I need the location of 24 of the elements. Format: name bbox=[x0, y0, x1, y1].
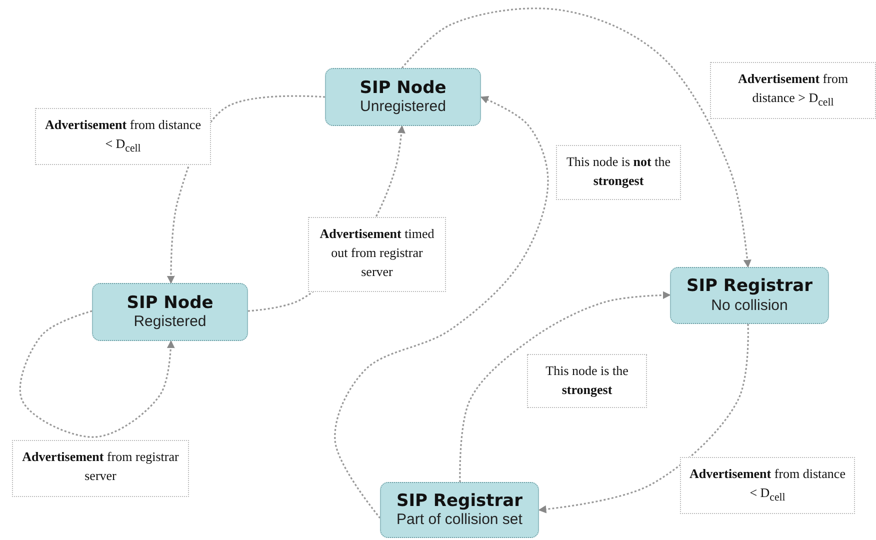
edge-label: Advertisement from distance < D$_{cell}$ bbox=[35, 108, 211, 166]
edge-label: Advertisement from distance > D$_{cell}$ bbox=[710, 62, 876, 120]
arrow bbox=[334, 96, 549, 518]
state-subtitle: No collision bbox=[711, 296, 788, 315]
state-box bbox=[380, 482, 539, 538]
edge-label: Advertisement timed out from registrar server bbox=[308, 217, 446, 292]
state-box bbox=[92, 283, 248, 341]
arrow bbox=[19, 310, 175, 438]
edge-label: Advertisement from registrar server bbox=[12, 440, 189, 497]
state-subtitle: Part of collision set bbox=[396, 511, 522, 530]
state-box bbox=[670, 267, 829, 324]
state-title: SIP Registrar bbox=[686, 276, 813, 297]
state-title: SIP Registrar bbox=[396, 490, 523, 512]
state-title: SIP Node bbox=[126, 292, 214, 314]
state-box bbox=[325, 68, 481, 126]
state-title: SIP Node bbox=[360, 78, 446, 98]
arrow bbox=[459, 291, 671, 482]
edge-label: This node is not the strongest bbox=[556, 145, 681, 200]
edge-label: This node is the strongest bbox=[527, 354, 647, 408]
state-subtitle: Registered bbox=[134, 313, 206, 332]
state-subtitle: Unregistered bbox=[360, 98, 446, 116]
arrow bbox=[538, 324, 749, 514]
arrow bbox=[401, 8, 752, 268]
edge-label: Advertisement from distance < D$_{cell}$ bbox=[680, 457, 855, 514]
